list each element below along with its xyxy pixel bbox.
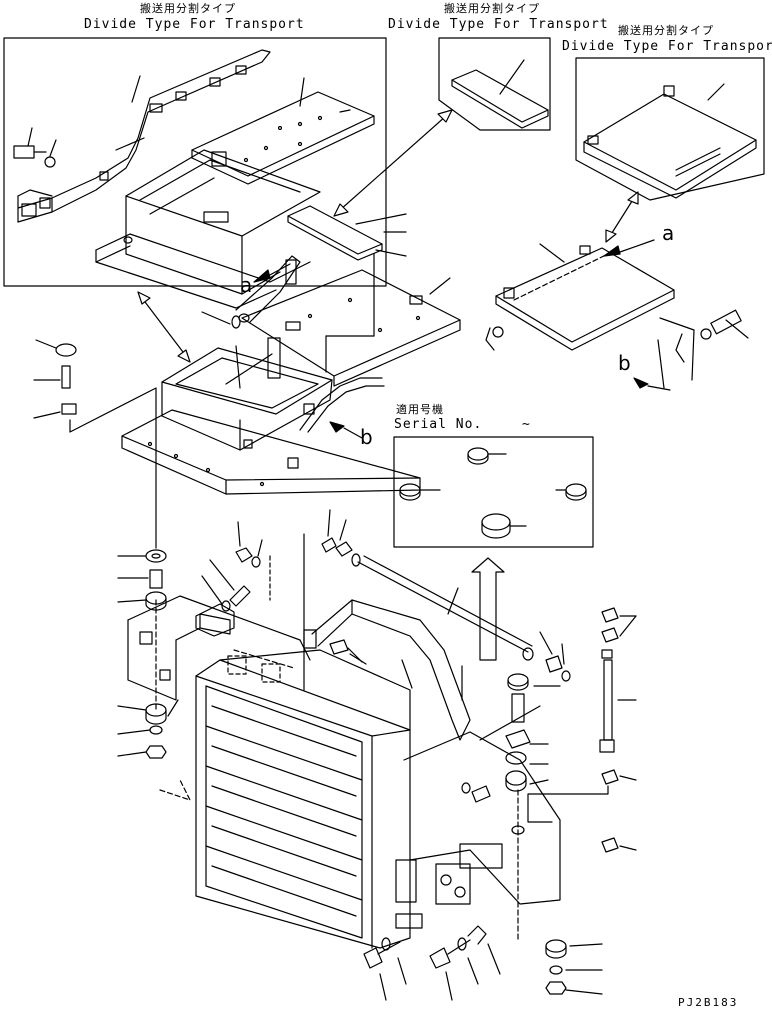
inset-right-frame — [575, 57, 765, 201]
inset-middle-title-jp: 搬送用分割タイプ — [444, 2, 540, 15]
stay-and-rod — [303, 553, 534, 741]
drawing-code: PJ2B183 — [678, 996, 739, 1009]
radiator-guard — [127, 595, 561, 949]
middle-left-fasteners — [199, 509, 353, 691]
double-arrows — [137, 109, 639, 363]
inset-left-parts — [13, 49, 375, 309]
inset-middle-frame — [438, 37, 551, 131]
up-arrow — [471, 557, 505, 661]
inset-right-parts — [583, 83, 757, 199]
inset-right-title-en: Divide Type For Transport — [562, 39, 772, 54]
callout-a-left: a — [240, 273, 254, 297]
inset-left-title-en: Divide Type For Transport — [84, 17, 305, 32]
middle-right-fasteners — [461, 631, 571, 941]
right-cover-assembly — [485, 245, 749, 389]
leader-lines — [167, 213, 565, 717]
serial-box-frame — [393, 436, 594, 548]
callout-pointers — [253, 239, 671, 439]
serial-title-en: Serial No. — [394, 417, 483, 432]
inset-middle-title-en: Divide Type For Transport — [388, 17, 609, 32]
serial-range: ~ — [522, 417, 531, 432]
inset-right-title-jp: 搬送用分割タイプ — [618, 24, 714, 37]
serial-title-jp: 適用号機 — [396, 403, 444, 416]
inset-left-frame — [3, 37, 387, 287]
right-rod-stack — [527, 607, 637, 853]
main-tank-assembly — [33, 205, 461, 549]
callout-b-right: b — [618, 351, 632, 375]
inset-middle-parts — [451, 59, 549, 129]
inset-left-title-jp: 搬送用分割タイプ — [140, 2, 236, 15]
serial-box-pads — [399, 447, 587, 539]
left-mount-stack — [117, 549, 167, 759]
callout-a-top: a — [662, 221, 676, 245]
callout-b-mid: b — [360, 425, 374, 449]
bottom-fasteners — [363, 925, 603, 1001]
